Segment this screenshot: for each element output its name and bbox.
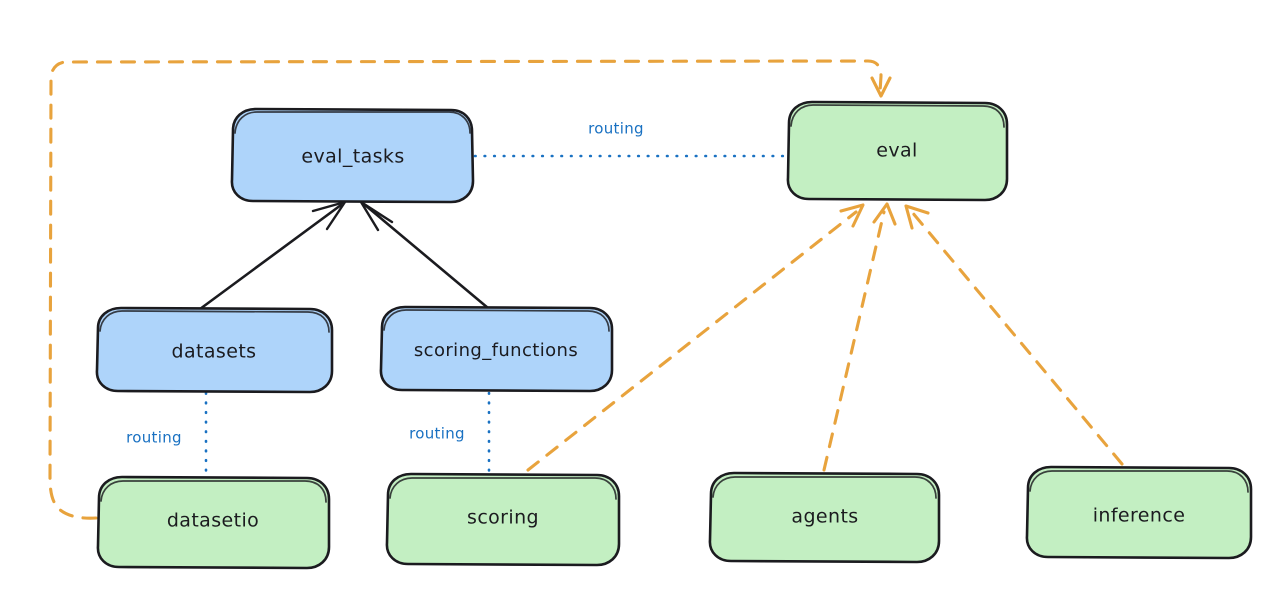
node-label-datasetio: datasetio <box>167 510 259 532</box>
node-label-inference: inference <box>1093 505 1186 527</box>
node-label-eval: eval <box>876 140 917 162</box>
node-datasetio[interactable]: datasetio <box>96 475 331 570</box>
node-label-datasets: datasets <box>172 341 257 363</box>
edge-scoring_functions-to-eval_tasks <box>359 200 490 310</box>
edge-agents-to-eval <box>822 202 897 472</box>
node-agents[interactable]: agents <box>708 471 941 564</box>
edge-scoring-to-eval <box>526 203 865 472</box>
edge-datasets-to-eval_tasks <box>198 200 347 311</box>
node-scoring_functions[interactable]: scoring_functions <box>379 305 614 393</box>
edge-label-routing-datasets: routing <box>126 429 182 447</box>
node-scoring[interactable]: scoring <box>385 472 621 567</box>
node-label-scoring_functions: scoring_functions <box>414 340 578 361</box>
node-label-agents: agents <box>791 506 858 528</box>
edge-label-routing-eval-tasks: routing <box>588 120 644 138</box>
node-datasets[interactable]: datasets <box>95 306 334 394</box>
node-eval_tasks[interactable]: eval_tasks <box>230 107 475 204</box>
node-inference[interactable]: inference <box>1025 465 1253 560</box>
edge-datasetio-to-eval <box>48 59 892 520</box>
node-label-scoring: scoring <box>467 507 539 529</box>
node-label-eval_tasks: eval_tasks <box>301 146 404 168</box>
edge-label-routing-scoring-functions: routing <box>409 425 465 443</box>
edge-inference-to-eval <box>904 204 1124 466</box>
node-eval[interactable]: eval <box>786 100 1009 202</box>
